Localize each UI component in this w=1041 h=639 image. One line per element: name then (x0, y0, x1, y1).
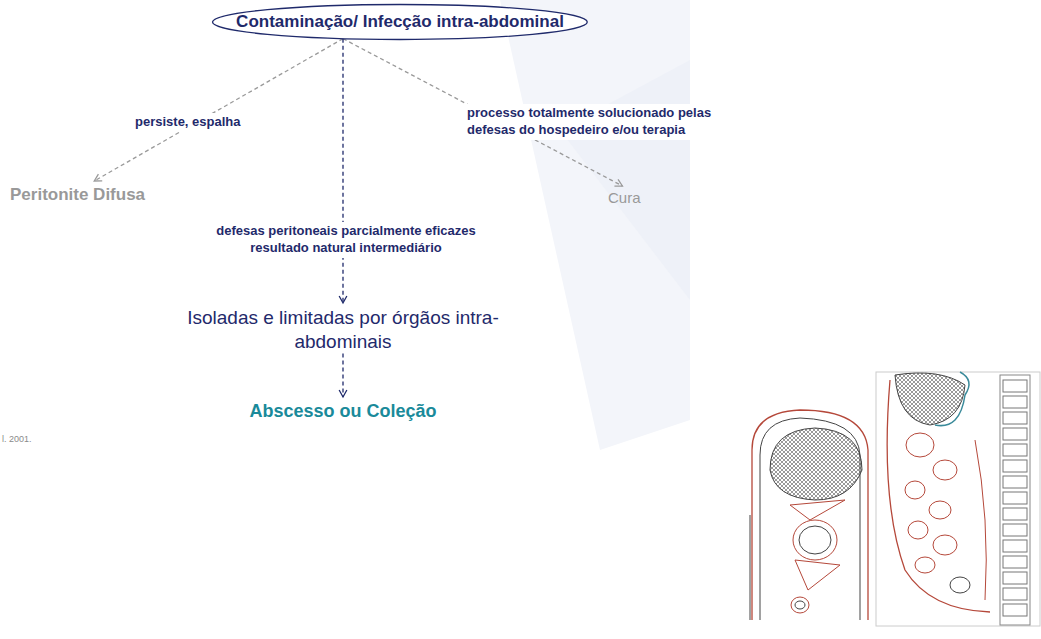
edge-label: defesas peritoneais parcialmente eficaze… (193, 222, 499, 258)
edge-label: processo totalmente solucionado pelas de… (464, 104, 715, 140)
start-ellipse: Contaminação/ Infecção intra-abdominal (211, 3, 589, 41)
node-text: Contaminação/ Infecção intra-abdominal (236, 11, 564, 32)
edge-label: persiste, espalha (132, 113, 244, 132)
watermark-shape (500, 0, 690, 450)
final-outcome-text: Abscesso ou Coleção (247, 400, 438, 423)
sagittal-section-left (750, 410, 868, 620)
dashed-connector (94, 39, 343, 181)
node-text: Peritonite Difusa (8, 184, 147, 205)
dashed-connector (339, 39, 347, 303)
sagittal-section-right (876, 372, 1040, 626)
node-text: Cura (606, 189, 643, 208)
citation-note: l. 2001. (2, 434, 32, 444)
node-text: Abscesso ou Coleção (247, 400, 438, 423)
dashed-connector (339, 354, 347, 398)
outcome-text: Peritonite Difusa (8, 184, 147, 205)
result-text: Isoladas e limitadas por órgãos intra-ab… (178, 306, 508, 354)
watermark-shape (560, 60, 690, 300)
outcome-text: Cura (606, 189, 643, 208)
node-text: Isoladas e limitadas por órgãos intra-ab… (178, 306, 508, 354)
